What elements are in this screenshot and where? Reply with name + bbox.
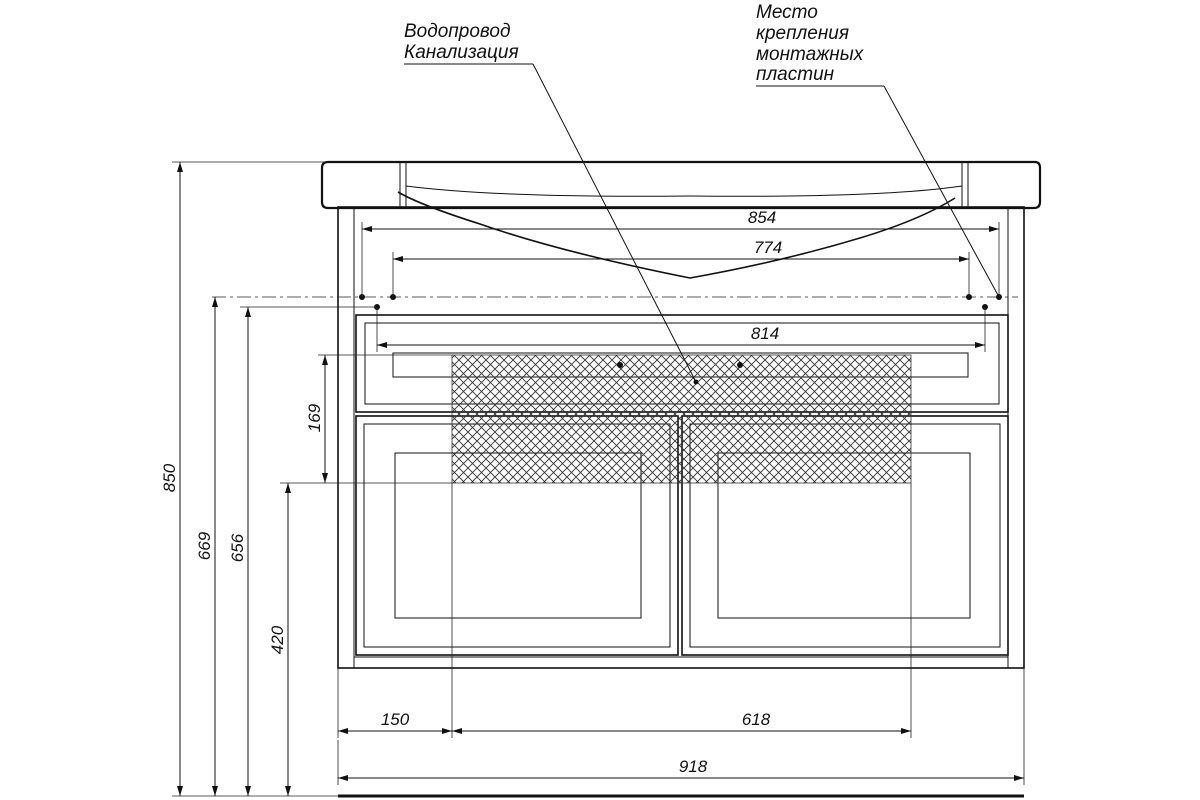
dim-656: 656 xyxy=(228,306,377,796)
label-mount-2: крепления xyxy=(756,23,849,44)
dim-774: 774 xyxy=(392,238,970,297)
cabinet-body xyxy=(337,206,1025,798)
label-mount-4: пластин xyxy=(756,64,835,85)
dim-150: 150 xyxy=(337,483,453,738)
dim-850: 850 xyxy=(160,161,338,797)
countertop-outline xyxy=(320,160,1042,210)
label-mount-3: монтажных xyxy=(756,44,865,65)
basin-rim-inner xyxy=(405,185,963,197)
dim-774-label: 774 xyxy=(754,238,782,257)
countertop-basin xyxy=(320,160,1042,279)
label-water-pipe: Водопровод xyxy=(404,21,510,42)
pipe-point-left xyxy=(617,362,623,368)
dim-918: 918 xyxy=(337,668,1025,785)
plumbing-zone-hatch xyxy=(451,354,912,484)
basin-bowl xyxy=(397,191,956,279)
dim-618: 618 xyxy=(452,483,912,738)
dim-150-label: 150 xyxy=(381,710,410,729)
callout-plumbing: Водопровод Канализация xyxy=(404,21,697,383)
dim-854-label: 854 xyxy=(748,208,776,227)
dim-169: 169 xyxy=(305,354,452,483)
label-sewage: Канализация xyxy=(404,42,519,63)
dim-656-label: 656 xyxy=(228,533,247,562)
label-mount-1: Место xyxy=(756,2,818,23)
dim-814-label: 814 xyxy=(751,324,779,343)
dim-420-label: 420 xyxy=(268,625,287,654)
dim-169-label: 169 xyxy=(305,403,324,432)
dim-420: 420 xyxy=(268,482,452,796)
dim-850-label: 850 xyxy=(160,463,179,492)
dim-854: 854 xyxy=(361,208,1000,297)
callout-mounting: Место крепления монтажных пластин xyxy=(756,2,1000,298)
dim-669-label: 669 xyxy=(195,531,214,560)
dim-918-label: 918 xyxy=(679,757,708,776)
pipe-point-right xyxy=(737,362,743,368)
dim-618-label: 618 xyxy=(742,710,771,729)
dim-669: 669 xyxy=(195,297,218,796)
dim-814: 814 xyxy=(376,307,986,352)
